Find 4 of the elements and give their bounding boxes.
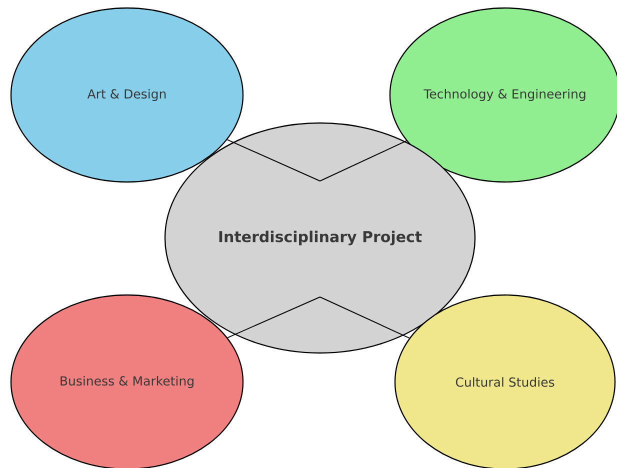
- connector-line: [227, 296, 320, 338]
- connector-line: [226, 139, 320, 182]
- connector-line: [320, 140, 407, 182]
- connector-line: [320, 296, 410, 339]
